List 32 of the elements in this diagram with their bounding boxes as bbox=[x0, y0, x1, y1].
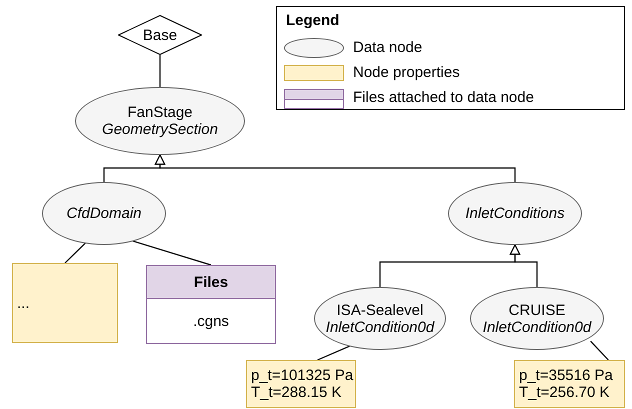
connector-line bbox=[317, 345, 352, 361]
node-label: FanStage bbox=[127, 104, 193, 121]
node-label: Base bbox=[142, 26, 178, 44]
file-name: .cgns bbox=[193, 312, 229, 330]
properties-box bbox=[514, 360, 625, 408]
legend-label: Node properties bbox=[353, 64, 460, 81]
connector-line bbox=[64, 242, 86, 264]
connector-line bbox=[590, 340, 609, 360]
property-text: T_t=288.15 K bbox=[251, 384, 342, 401]
inheritance-arrow bbox=[154, 154, 516, 182]
node-label: InletConditions bbox=[465, 205, 565, 222]
files-box bbox=[146, 265, 276, 344]
decision-diamond bbox=[118, 15, 202, 55]
connector-line bbox=[159, 55, 161, 87]
legend-label: Data node bbox=[353, 39, 422, 56]
property-text: ... bbox=[17, 294, 30, 312]
type-label: GeometrySection bbox=[102, 121, 218, 138]
files-header: Files bbox=[147, 266, 275, 299]
inheritance-arrow bbox=[510, 244, 538, 287]
property-text: T_t=256.70 K bbox=[519, 384, 610, 401]
properties-box bbox=[246, 360, 356, 408]
legend-label: Files attached to data node bbox=[353, 89, 534, 106]
legend-title: Legend bbox=[286, 12, 340, 29]
type-label: InletCondition0d bbox=[482, 318, 592, 336]
node-label: CRUISE bbox=[508, 302, 566, 318]
properties-box bbox=[12, 263, 118, 343]
node-label: ISA-Sealevel bbox=[336, 302, 424, 318]
connector-line bbox=[131, 240, 212, 266]
property-text: p_t=101325 Pa bbox=[251, 367, 354, 384]
property-text: p_t=35516 Pa bbox=[519, 367, 613, 384]
type-label: InletCondition0d bbox=[326, 318, 434, 336]
node-label: CfdDomain bbox=[66, 205, 142, 222]
